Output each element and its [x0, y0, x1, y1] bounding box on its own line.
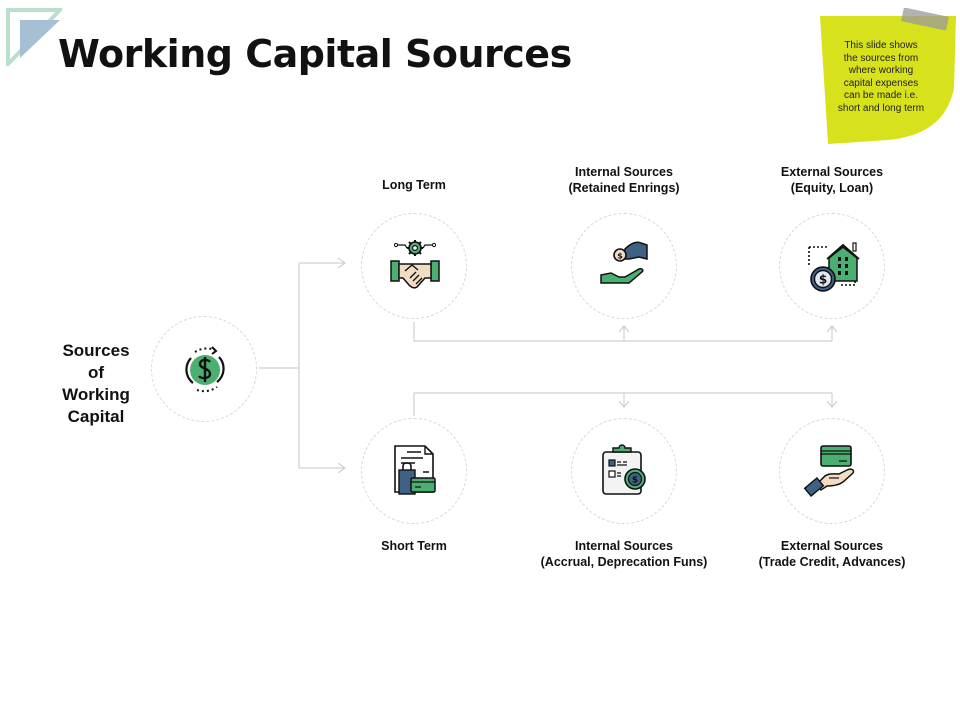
st-external-node	[779, 418, 885, 524]
note-line: where working	[848, 65, 914, 76]
st-internal-title: Internal Sources	[575, 539, 673, 553]
st-internal-label: Internal Sources (Accrual, Deprecation F…	[524, 538, 724, 570]
center-label-line: of	[87, 363, 105, 382]
svg-text:$: $	[617, 252, 623, 261]
note-line: short and long term	[837, 102, 925, 114]
lt-internal-label: Internal Sources (Retained Enrings)	[544, 164, 704, 196]
arrow-to-lt-internal	[618, 325, 630, 341]
center-node	[151, 316, 257, 422]
arrow-to-st-external	[826, 393, 838, 408]
lt-external-detail: (Equity, Loan)	[790, 181, 874, 195]
sticky-note-text: This slide shows the sources from where …	[828, 40, 934, 115]
page-title: Working Capital Sources	[58, 32, 572, 76]
note-line: the sources from	[843, 52, 919, 64]
handshake-gear-icon	[390, 240, 440, 289]
short-term-label: Short Term	[381, 539, 447, 553]
lt-internal-title: Internal Sources	[575, 165, 673, 179]
house-coin-icon: $	[808, 242, 860, 292]
st-external-label: External Sources (Trade Credit, Advances…	[732, 538, 932, 570]
long-term-node	[361, 213, 467, 319]
hand-giving-coin-icon: $	[600, 241, 648, 284]
lt-internal-detail: (Retained Enrings)	[568, 181, 680, 195]
center-label-line: Capital	[67, 407, 125, 426]
long-term-bus	[413, 322, 832, 342]
lt-external-node: $	[779, 213, 885, 319]
arrow-to-short-term	[299, 462, 347, 474]
note-line: This slide shows	[844, 40, 918, 51]
sticky-note	[820, 8, 956, 144]
invoice-shopping-icon	[394, 445, 436, 495]
note-line: capital expenses	[843, 77, 919, 89]
arrow-to-lt-external	[826, 325, 838, 341]
st-internal-detail: (Accrual, Deprecation Funs)	[540, 555, 708, 569]
center-label: Sources of Working Capital	[40, 340, 152, 428]
note-line: can be made i.e.	[844, 90, 918, 101]
hand-credit-card-icon	[803, 445, 855, 497]
st-external-title: External Sources	[780, 539, 884, 553]
short-term-bus	[413, 392, 832, 416]
tape-icon	[901, 8, 949, 31]
short-term-node	[361, 418, 467, 524]
dollar-cycle-icon	[185, 346, 225, 393]
lt-internal-node: $	[571, 213, 677, 319]
center-label-line: Sources	[62, 341, 130, 360]
arrow-to-long-term	[299, 257, 347, 269]
st-internal-node: $	[571, 418, 677, 524]
lt-external-label: External Sources (Equity, Loan)	[752, 164, 912, 196]
svg-text:$: $	[819, 273, 827, 287]
long-term-label: Long Term	[382, 178, 446, 192]
clipboard-dollar-icon: $	[602, 444, 646, 495]
center-label-line: Working	[62, 385, 130, 404]
lt-external-title: External Sources	[780, 165, 884, 179]
st-external-detail: (Trade Credit, Advances)	[758, 555, 906, 569]
corner-decoration-icon	[6, 8, 62, 66]
arrow-to-st-internal	[618, 393, 630, 408]
svg-text:$: $	[632, 476, 638, 486]
